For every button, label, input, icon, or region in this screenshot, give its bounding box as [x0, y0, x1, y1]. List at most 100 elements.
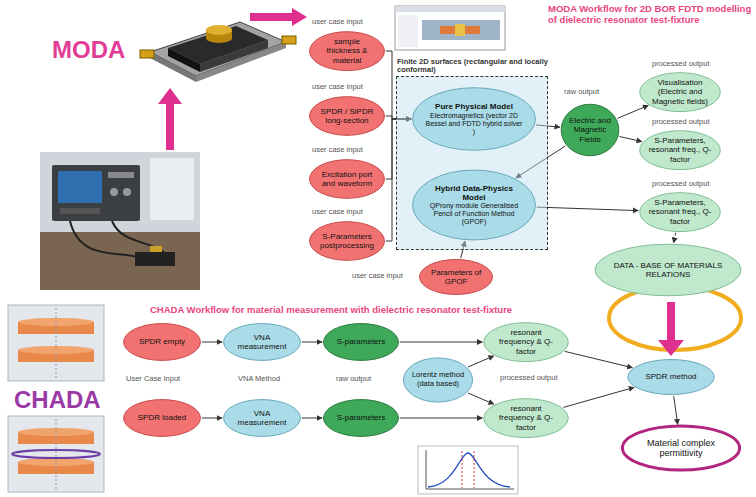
lab-photo — [40, 152, 200, 290]
model-group-box: Finite 2D surfaces (rectangular and loca… — [396, 76, 548, 250]
node-label: DATA - BASE OF MATERIALS RELATIONS — [610, 261, 726, 279]
flow-note: raw output — [336, 375, 371, 384]
flow-connector — [674, 233, 676, 243]
flow-note: User Case Input — [126, 375, 180, 384]
node-label: SPDR loaded — [132, 413, 193, 422]
flow-connector — [202, 342, 222, 343]
workflow-ellipse: S-Parameters, resonant freq., Q-factor — [638, 191, 722, 233]
node-label: Hybrid Data-Physics Model — [426, 184, 523, 202]
node-label: Parameters of GPOF — [427, 268, 485, 286]
flow-note: processed output — [652, 118, 710, 127]
node-label: Material complex permittivity — [635, 438, 728, 459]
node-label: S-Parameters postprocessing — [318, 232, 377, 250]
flow-connector — [617, 105, 648, 118]
software-screenshot — [395, 6, 505, 50]
flow-connector — [674, 396, 678, 425]
ellipse-text-area: resonant frequency & Q-factor — [493, 328, 560, 356]
ellipse-text-area: Visualisation (Electric and Magnetic fie… — [648, 78, 712, 106]
ellipse-text-area: SPDR empty — [132, 337, 193, 346]
flow-connector — [302, 342, 322, 343]
node-label: SPDR method — [637, 372, 705, 381]
workflow-ellipse: sample thickness & material — [308, 30, 386, 72]
flow-note: raw output — [564, 88, 599, 97]
workflow-ellipse: S-parameters — [322, 398, 400, 438]
section-logo: MODA — [52, 36, 125, 64]
flow-arrow — [158, 88, 182, 150]
ellipse-text-area: S-Parameters, resonant freq., Q-factor — [648, 198, 712, 226]
node-label: SPDR / SiPDR long-section — [318, 107, 377, 125]
workflow-ellipse: SPDR empty — [122, 322, 202, 362]
flow-note: processed output — [500, 374, 558, 383]
ellipse-text-area: SPDR / SiPDR long-section — [318, 107, 377, 125]
workflow-ellipse: Parameters of GPOF — [418, 258, 494, 296]
flow-connector — [563, 387, 634, 407]
ellipse-text-area: SPDR method — [637, 372, 705, 381]
flow-note: user case input — [312, 146, 363, 155]
node-label: VNA measurement — [232, 409, 293, 427]
node-label: QProny module Generalised Pencil of Func… — [426, 202, 523, 226]
flow-note: VNA Method — [238, 375, 280, 384]
flow-arrow — [658, 302, 684, 356]
node-label: resonant frequency & Q-factor — [493, 328, 560, 356]
workflow-ellipse: Hybrid Data-Physics ModelQProny module G… — [410, 167, 538, 243]
node-label: Electromagnetics (vector 2D Bessel and F… — [426, 112, 523, 136]
flow-arrow — [250, 8, 307, 26]
node-label: sample thickness & material — [318, 37, 377, 65]
ellipse-text-area: S-parameters — [332, 413, 391, 422]
workflow-ellipse: Lorentz method (data based) — [402, 356, 474, 404]
section-logo: CHADA — [14, 386, 101, 414]
resonance-curve-plot — [418, 446, 518, 494]
ellipse-text-area: S-Parameters postprocessing — [318, 232, 377, 250]
workflow-ellipse: Material complex permittivity — [620, 424, 742, 472]
workflow-ellipse: VNA measurement — [222, 322, 302, 362]
spdr-loaded-model — [8, 416, 104, 492]
flow-note: user case input — [352, 272, 403, 281]
flow-connector — [468, 393, 494, 404]
flow-note: processed output — [652, 180, 710, 189]
flow-note: user case input — [312, 208, 363, 217]
ellipse-text-area: SPDR loaded — [132, 413, 193, 422]
ellipse-text-area: VNA measurement — [232, 409, 293, 427]
workflow-ellipse: Pure Physical ModelElectromagnetics (vec… — [410, 85, 538, 153]
ellipse-text-area: Lorentz method (data based) — [411, 371, 466, 388]
node-label: Pure Physical Model — [426, 102, 523, 111]
workflow-title: CHADA Workflow for material measurement … — [150, 305, 605, 316]
workflow-title: MODA Workflow for 2D BOR FDTD modelling … — [548, 4, 753, 26]
group-heading: Finite 2D surfaces (rectangular and loca… — [397, 58, 572, 75]
ellipse-text-area: S-Parameters, resonant freq., Q-factor — [648, 136, 712, 164]
node-label: S-Parameters, resonant freq., Q-factor — [648, 198, 712, 226]
node-label: Visualisation (Electric and Magnetic fie… — [648, 78, 712, 106]
ellipse-text-area: sample thickness & material — [318, 37, 377, 65]
flow-connector — [565, 351, 633, 367]
workflow-ellipse: Electric and Magnetic Fields — [560, 102, 620, 158]
flow-note: processed output — [652, 60, 710, 69]
workflow-ellipse: SPDR method — [626, 358, 716, 396]
ellipse-text-area: Material complex permittivity — [635, 438, 728, 459]
node-label: Electric and Magnetic Fields — [567, 116, 613, 144]
workflow-ellipse: resonant frequency & Q-factor — [482, 397, 570, 439]
node-label: S-Parameters, resonant freq., Q-factor — [648, 136, 712, 164]
workflow-ellipse: VNA measurement — [222, 398, 302, 438]
workflow-ellipse: SPDR loaded — [122, 398, 202, 438]
node-label: resonant frequency & Q-factor — [493, 404, 560, 432]
ellipse-text-area: VNA measurement — [232, 333, 293, 351]
workflow-ellipse: Excitation port and waveform — [308, 158, 386, 200]
workflow-ellipse: SPDR / SiPDR long-section — [308, 95, 386, 137]
spdr-empty-model — [8, 305, 104, 381]
ellipse-text-area: resonant frequency & Q-factor — [493, 404, 560, 432]
flow-note: user case input — [312, 18, 363, 27]
flow-connector — [468, 356, 494, 367]
ellipse-outline — [410, 85, 538, 153]
node-label: SPDR empty — [132, 337, 193, 346]
node-label: VNA measurement — [232, 333, 293, 351]
flow-note: user case input — [312, 83, 363, 92]
node-label: Excitation port and waveform — [318, 170, 377, 188]
flow-connector — [537, 207, 639, 211]
flow-connector — [302, 418, 322, 419]
ellipse-text-area: S-parameters — [332, 337, 391, 346]
ellipse-text-area: Hybrid Data-Physics ModelQProny module G… — [426, 184, 523, 227]
workflow-ellipse: DATA - BASE OF MATERIALS RELATIONS — [592, 242, 744, 298]
node-label: Lorentz method (data based) — [411, 371, 466, 388]
flow-connector — [400, 418, 482, 419]
flow-connector — [619, 137, 642, 142]
